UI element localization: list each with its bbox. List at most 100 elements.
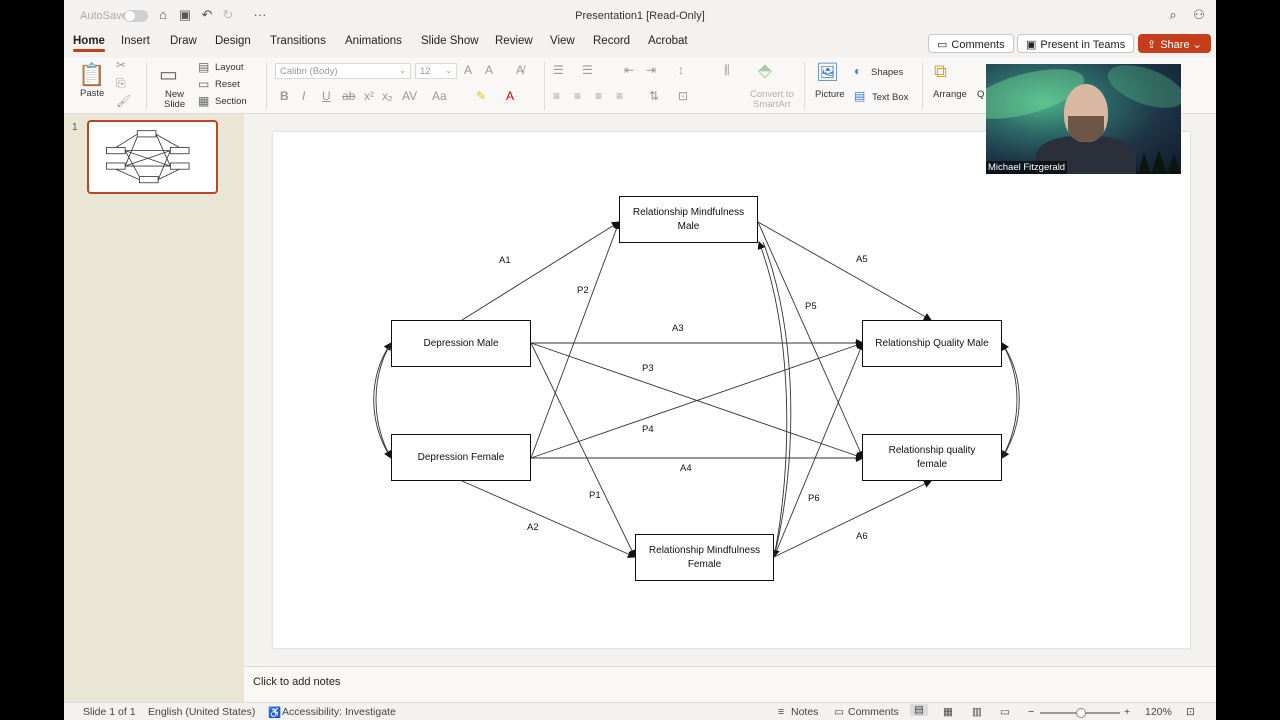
more-icon[interactable]: ··· <box>253 7 267 22</box>
cut-icon[interactable]: ✂ <box>116 58 127 72</box>
text-box-button[interactable]: Text Box <box>872 92 909 103</box>
align-center-icon[interactable]: ≡ <box>574 89 582 103</box>
slide-thumbnail[interactable] <box>87 120 218 194</box>
bold-icon[interactable]: B <box>280 89 289 103</box>
italic-icon[interactable]: I <box>302 89 306 103</box>
slideshow-icon[interactable]: ▭ <box>1000 706 1010 718</box>
path-a1 <box>461 221 620 321</box>
present-in-teams-button[interactable]: ▣Present in Teams <box>1017 34 1135 53</box>
align-left-icon[interactable]: ≡ <box>553 89 561 103</box>
accessibility-icon: ♿ <box>268 707 282 719</box>
layout-button[interactable]: Layout <box>215 62 244 73</box>
font-color-icon[interactable]: A <box>506 89 515 103</box>
tab-view[interactable]: View <box>550 35 575 47</box>
line-spacing-icon[interactable]: ↕ <box>678 63 684 77</box>
normal-view-icon[interactable]: ▤ <box>910 704 928 716</box>
label-p3: P3 <box>642 363 654 374</box>
section-button[interactable]: Section <box>215 96 247 107</box>
box-rq-male[interactable]: Relationship Quality Male <box>862 320 1002 367</box>
font-size-field[interactable]: 12⌄ <box>415 63 457 79</box>
zoom-out-icon[interactable]: − <box>1028 706 1035 718</box>
smartart-icon[interactable]: ⬘ <box>758 60 772 80</box>
tab-transitions[interactable]: Transitions <box>270 35 326 47</box>
align-text-icon[interactable]: ⊡ <box>678 89 689 103</box>
tab-slide-show[interactable]: Slide Show <box>421 35 479 47</box>
tab-insert[interactable]: Insert <box>121 35 150 47</box>
grow-font-icon[interactable]: A <box>464 63 473 77</box>
clear-format-icon[interactable]: A̸ <box>516 63 525 77</box>
language-indicator[interactable]: English (United States) <box>148 706 256 718</box>
label-a4: A4 <box>680 463 692 474</box>
format-painter-icon[interactable]: 🖌 <box>116 94 132 108</box>
convert-smartart-button[interactable]: Convert to <box>750 89 794 100</box>
label-a6: A6 <box>856 531 868 542</box>
numbering-icon[interactable]: ☰ <box>582 63 593 77</box>
align-right-icon[interactable]: ≡ <box>595 89 603 103</box>
comments-toggle[interactable]: Comments <box>848 706 899 718</box>
slide-sorter-icon[interactable]: ▦ <box>943 706 953 718</box>
notes-icon: ≡ <box>778 706 785 718</box>
char-spacing-icon[interactable]: AV <box>402 89 418 103</box>
reading-view-icon[interactable]: ▥ <box>972 706 982 718</box>
text-direction-icon[interactable]: ⇅ <box>649 89 660 103</box>
tab-review[interactable]: Review <box>495 35 533 47</box>
fit-slide-icon[interactable]: ⊡ <box>1186 706 1195 718</box>
paste-icon[interactable]: 📋 <box>78 62 106 87</box>
tab-acrobat[interactable]: Acrobat <box>648 35 688 47</box>
tab-record[interactable]: Record <box>593 35 631 47</box>
font-name-field[interactable]: Calibri (Body)⌄ <box>275 63 411 79</box>
accessibility-status[interactable]: Accessibility: Investigate <box>282 706 396 718</box>
subscript-icon[interactable]: x₂ <box>382 89 393 103</box>
arrange-button[interactable]: Arrange <box>933 89 967 100</box>
reset-button[interactable]: Reset <box>215 79 240 90</box>
tab-animations[interactable]: Animations <box>345 35 402 47</box>
justify-icon[interactable]: ≡ <box>616 89 624 103</box>
path-p5 <box>757 221 864 459</box>
notes-toggle[interactable]: Notes <box>791 706 819 718</box>
columns-icon[interactable]: ⫼ <box>724 63 730 77</box>
tab-draw[interactable]: Draw <box>170 35 197 47</box>
strikethrough-icon[interactable]: ab <box>342 89 356 103</box>
change-case-icon[interactable]: Aa <box>432 89 447 103</box>
thumbnail-diagram <box>106 130 190 184</box>
undo-icon[interactable]: ↶ <box>201 7 213 22</box>
comments-button[interactable]: ▭Comments <box>928 34 1014 53</box>
increase-indent-icon[interactable]: ⇥ <box>646 63 657 77</box>
highlight-icon[interactable]: ✎ <box>476 89 487 103</box>
home-icon[interactable]: ⌂ <box>159 7 167 22</box>
decrease-indent-icon[interactable]: ⇤ <box>624 63 635 77</box>
quick-styles-button[interactable]: Q St <box>977 89 987 100</box>
tab-design[interactable]: Design <box>215 35 251 47</box>
bullets-icon[interactable]: ☰ <box>553 63 564 77</box>
redo-icon[interactable]: ↻ <box>222 7 234 22</box>
box-depression-female[interactable]: Depression Female <box>391 434 531 481</box>
share-button[interactable]: ⇪Share ⌄ <box>1138 34 1211 53</box>
zoom-in-icon[interactable]: + <box>1124 706 1131 718</box>
autosave-toggle[interactable] <box>124 10 148 22</box>
superscript-icon[interactable]: x² <box>364 89 374 103</box>
shapes-button[interactable]: Shapes <box>871 67 904 78</box>
account-icon[interactable]: ⚇ <box>1193 7 1205 22</box>
search-icon[interactable]: ⌕ <box>1169 7 1177 22</box>
picture-icon[interactable]: 🖼 <box>816 62 839 82</box>
notes-pane[interactable]: Click to add notes <box>244 666 1216 702</box>
paste-button[interactable]: Paste <box>80 88 105 99</box>
new-slide-button[interactable]: New <box>165 89 185 100</box>
zoom-slider[interactable] <box>1040 708 1120 718</box>
shrink-font-icon[interactable]: A <box>485 63 494 77</box>
save-icon[interactable]: ▣ <box>178 7 192 22</box>
new-slide-icon[interactable]: ▭ <box>159 64 178 86</box>
underline-icon[interactable]: U <box>322 89 331 103</box>
tab-home[interactable]: Home <box>73 35 105 52</box>
box-depression-male[interactable]: Depression Male <box>391 320 531 367</box>
picture-button[interactable]: Picture <box>815 89 845 100</box>
arrange-icon[interactable]: ⧉ <box>934 61 947 81</box>
copy-icon[interactable]: ⎘ <box>116 76 126 90</box>
zoom-level[interactable]: 120% <box>1145 706 1172 718</box>
zoom-slider-thumb[interactable] <box>1076 708 1086 718</box>
teams-icon: ▣ <box>1026 39 1037 51</box>
